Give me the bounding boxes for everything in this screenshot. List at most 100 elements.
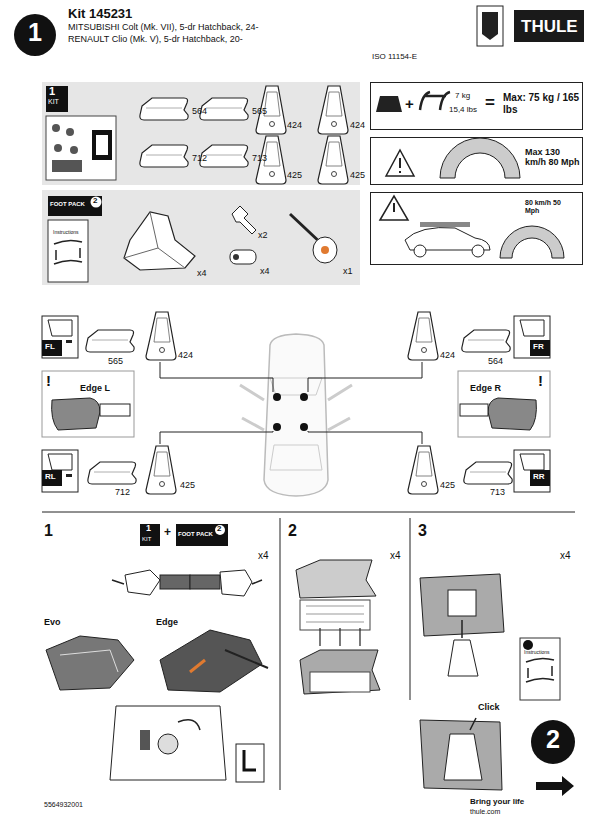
drawing-shape — [42, 470, 62, 486]
drawing-shape — [530, 340, 550, 356]
text-label: 424 — [440, 350, 455, 360]
text-label: x4 — [197, 268, 207, 278]
drawing-shape — [233, 254, 239, 260]
text-label: ISO 11154-E — [372, 52, 417, 61]
drawing-shape — [42, 340, 62, 356]
drawing-shape — [264, 334, 328, 496]
part-symbol — [42, 316, 78, 358]
drawing-shape — [500, 226, 564, 258]
text-label: Bring your life — [470, 797, 524, 806]
part-symbol — [200, 98, 248, 120]
part-symbol — [464, 462, 512, 484]
text-label: Edge — [156, 617, 178, 627]
text-label: 425 — [180, 480, 195, 490]
drawing-shape — [230, 250, 256, 264]
drawing-shape — [308, 431, 422, 444]
drawing-shape — [300, 650, 380, 694]
drawing-shape — [393, 203, 395, 212]
text-label: 7 kg — [455, 91, 470, 100]
drawing-shape — [190, 575, 220, 589]
text-label: 15,4 lbs — [449, 105, 477, 114]
drawing-shape — [530, 470, 550, 486]
text-label: KIT — [48, 98, 59, 106]
drawing-shape — [300, 423, 308, 431]
text-label: Instructions — [53, 230, 79, 236]
drawing-shape — [461, 620, 463, 638]
drawing-shape — [91, 197, 102, 208]
part-symbol — [88, 462, 136, 484]
text-label: 2 — [217, 524, 221, 533]
text-label: 424 — [350, 120, 365, 130]
drawing-shape — [472, 245, 484, 257]
drawing-shape — [52, 124, 60, 132]
drawing-shape — [477, 6, 503, 46]
part-symbol — [48, 220, 88, 282]
drawing-shape — [244, 750, 256, 770]
text-label: Max: 75 kg / 165 lbs — [503, 92, 581, 115]
text-label: ! — [46, 372, 51, 389]
text-label: 565 — [108, 356, 123, 366]
drawing-shape — [225, 650, 268, 668]
drawing-shape — [414, 245, 426, 257]
text-label: 3 — [418, 522, 427, 540]
drawing-shape — [440, 138, 520, 178]
text-label: Kit 145231 — [68, 7, 132, 22]
part-symbol — [520, 638, 560, 700]
drawing-shape — [458, 371, 550, 437]
text-label: 425 — [440, 480, 455, 490]
text-label: x2 — [258, 230, 268, 240]
drawing-shape — [140, 730, 150, 750]
text-label: RR — [533, 472, 545, 481]
part-symbol — [146, 312, 176, 360]
step-circle: 2 — [531, 720, 575, 764]
text-label: x1 — [343, 266, 353, 276]
text-label: KIT — [142, 536, 151, 543]
drawing-shape — [52, 160, 82, 172]
text-label: Max 130 km/h 80 Mph — [525, 147, 581, 168]
text-label: Evo — [44, 617, 61, 627]
part-symbol — [408, 446, 438, 494]
drawing-shape — [536, 776, 574, 796]
drawing-shape — [42, 190, 360, 285]
text-label: 425 — [287, 170, 302, 180]
step-circle: 1 — [14, 14, 56, 56]
part-symbol — [318, 86, 348, 134]
text-label: + — [405, 95, 414, 112]
drawing-shape — [448, 640, 478, 676]
drawing-shape — [273, 393, 281, 401]
warning-box: Max 130 km/h 80 Mph — [370, 137, 583, 185]
drawing-shape — [66, 128, 74, 136]
part-symbol — [146, 446, 176, 494]
drawing-shape — [444, 734, 482, 780]
text-label: 1 — [14, 18, 56, 47]
text-label: x4 — [258, 550, 269, 562]
drawing-shape — [46, 116, 116, 180]
drawing-shape — [310, 672, 370, 692]
drawing-shape — [42, 82, 360, 185]
drawing-shape — [52, 124, 82, 172]
text-label: x4 — [560, 550, 571, 562]
part-symbol — [140, 98, 188, 120]
drawing-shape — [399, 171, 401, 173]
drawing-shape — [92, 130, 112, 160]
drawing-shape — [112, 580, 262, 584]
drawing-shape — [482, 12, 498, 40]
text-label: Instructions — [524, 650, 550, 656]
drawing-shape — [125, 570, 160, 595]
drawing-shape — [320, 628, 360, 646]
drawing-shape — [124, 212, 185, 268]
part-symbol — [140, 145, 188, 167]
text-label: RENAULT Clio (Mk. V), 5-dr Hatchback, 20… — [68, 34, 243, 44]
text-label: 712 — [192, 153, 207, 163]
text-label: thule.com — [470, 808, 500, 816]
text-label: MITSUBISHI Colt (Mk. VII), 5-dr Hatchbac… — [68, 22, 259, 32]
text-label: 424 — [178, 350, 193, 360]
drawing-shape — [240, 385, 352, 430]
text-label: 712 — [115, 487, 130, 497]
text-label: 424 — [287, 120, 302, 130]
part-symbol — [514, 450, 550, 492]
drawing-shape — [321, 246, 329, 254]
drawing-shape — [306, 606, 364, 622]
drawing-shape — [220, 570, 252, 596]
part-symbol — [200, 145, 248, 167]
